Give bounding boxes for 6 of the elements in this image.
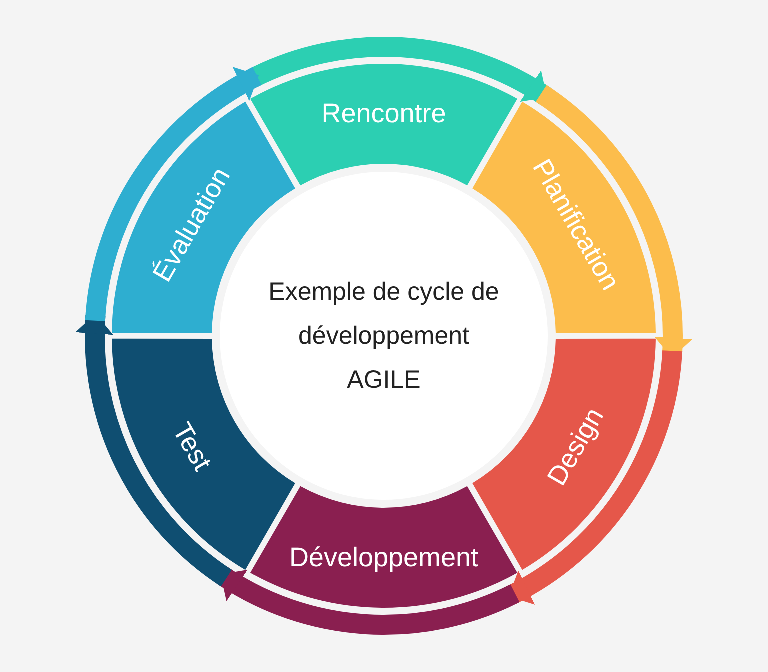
cycle-segment bbox=[470, 100, 656, 336]
cycle-segment bbox=[248, 484, 520, 608]
segment-label: Rencontre bbox=[322, 100, 446, 128]
cycle-segment bbox=[248, 64, 520, 188]
segment-label: Développement bbox=[289, 544, 479, 572]
center-title: Exemple de cycle de développement AGILE bbox=[268, 277, 500, 396]
